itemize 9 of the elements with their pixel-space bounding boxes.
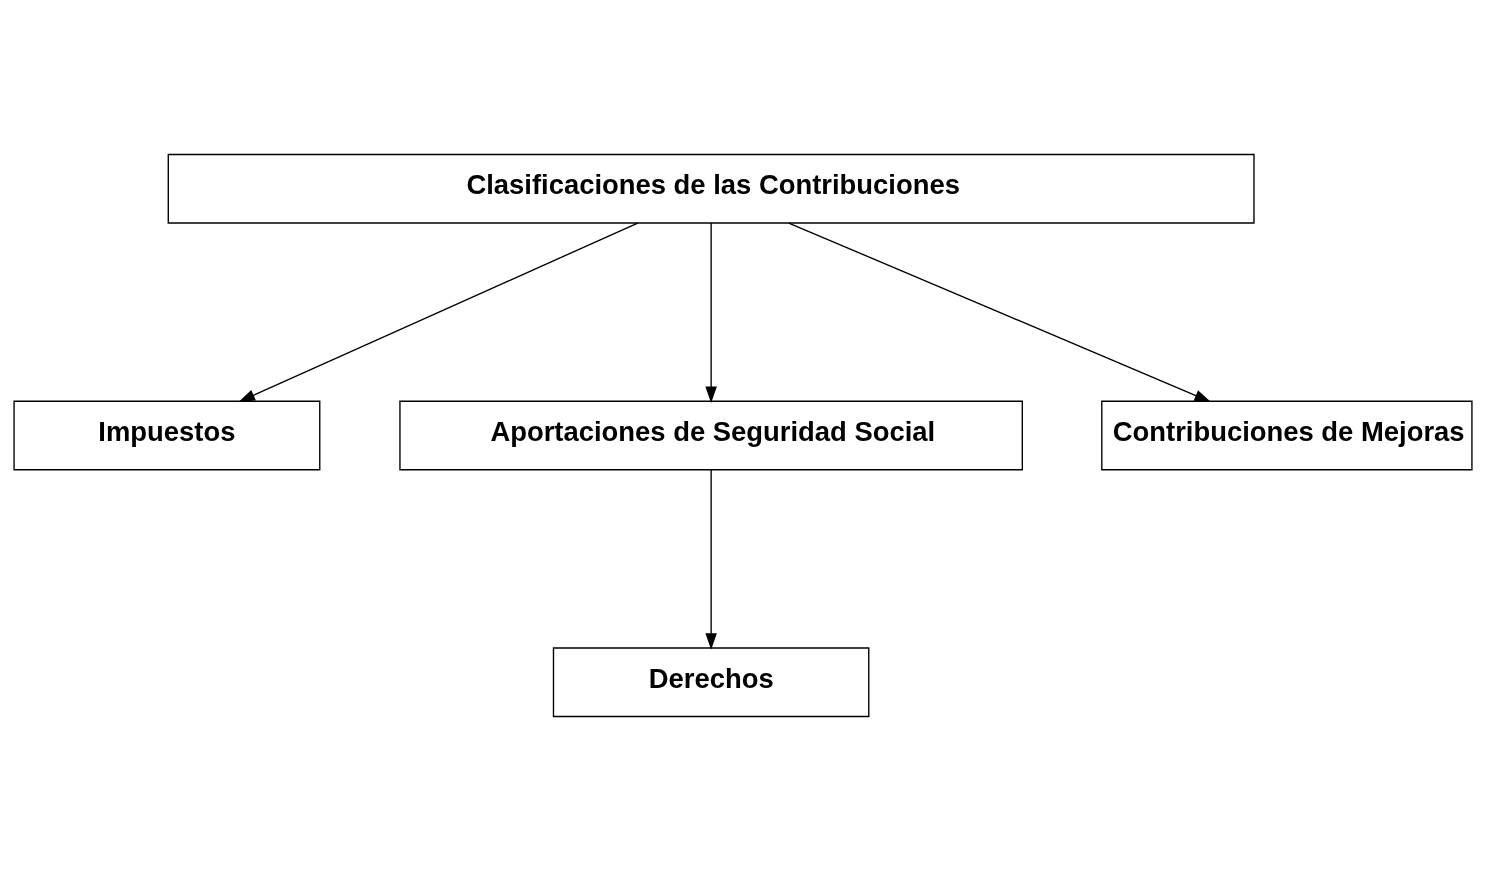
node-box: Aportaciones de Seguridad Social	[399, 400, 1023, 471]
node-box: Impuestos	[13, 400, 321, 471]
node-box: Derechos	[552, 647, 870, 718]
arrow	[238, 222, 639, 402]
arrow	[788, 222, 1211, 402]
node-box: Clasificaciones de las Contribuciones	[167, 153, 1255, 224]
arrow	[705, 469, 717, 650]
node-box: Contribuciones de Mejoras	[1101, 400, 1473, 471]
arrow	[705, 222, 717, 404]
